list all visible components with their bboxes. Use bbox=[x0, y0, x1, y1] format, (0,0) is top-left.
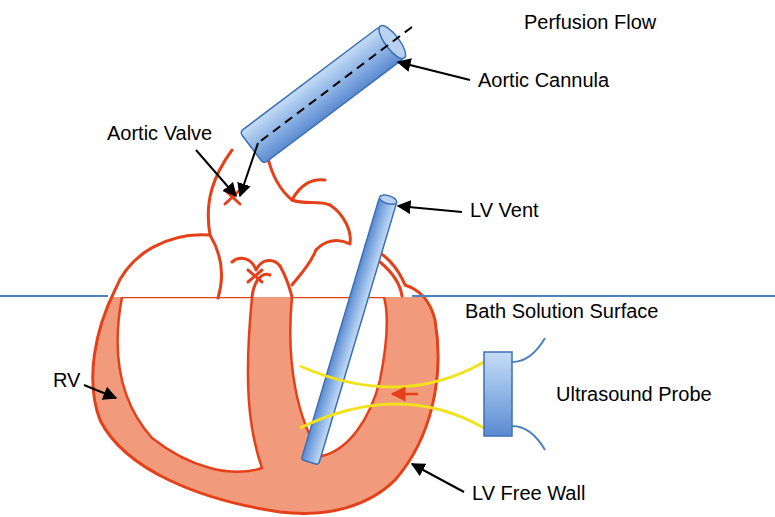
beam-arrow bbox=[392, 393, 418, 396]
part-label: LV Free Wall bbox=[472, 482, 585, 504]
part-label: RV bbox=[53, 369, 80, 391]
part-label: Ultrasound Probe bbox=[556, 383, 712, 405]
ultrasound-probe bbox=[484, 338, 545, 450]
leader-arrow bbox=[84, 62, 470, 492]
part-label: Bath Solution Surface bbox=[465, 300, 658, 322]
flow-arrow bbox=[240, 143, 258, 196]
heart-outline bbox=[93, 150, 438, 513]
part-label: Aortic Cannula bbox=[478, 69, 609, 91]
part-label: Aortic Valve bbox=[107, 122, 212, 144]
flow-line bbox=[258, 27, 412, 143]
ultrasound-beam bbox=[300, 362, 484, 428]
bath-surface-line bbox=[0, 295, 775, 297]
lv-vent bbox=[301, 193, 398, 465]
part-label: Perfusion Flow bbox=[524, 11, 656, 33]
part-label: LV Vent bbox=[470, 199, 539, 221]
